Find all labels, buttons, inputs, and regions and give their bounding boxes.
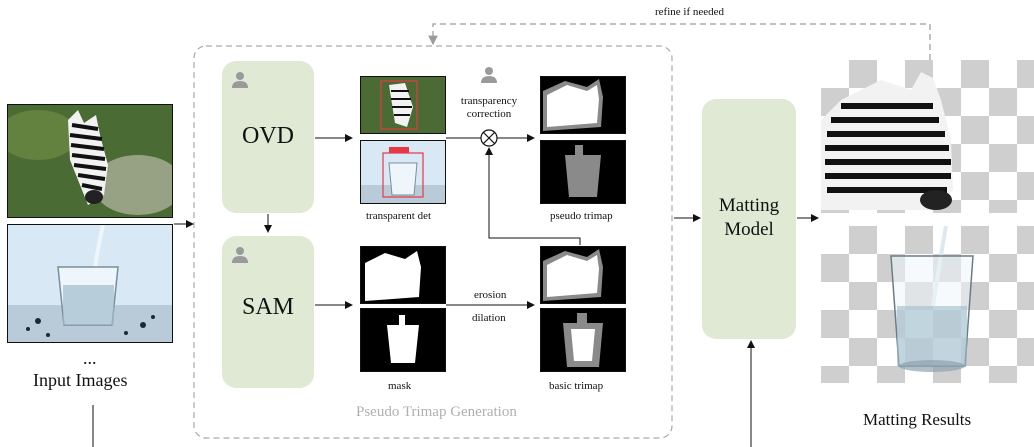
input-zebra-image: [7, 104, 173, 218]
mask-glass: [360, 308, 446, 372]
ovd-det-glass: [360, 140, 446, 204]
user-icon: [232, 247, 248, 263]
user-icon: [232, 72, 248, 88]
result-zebra: [821, 60, 1034, 213]
mask-label: mask: [388, 380, 412, 392]
matting-label-line1: Matting: [718, 195, 780, 216]
erosion-label: erosion: [474, 289, 507, 301]
sam-label: SAM: [241, 294, 295, 320]
basic-trimap-zebra: [540, 246, 626, 304]
mask-zebra: [360, 246, 446, 304]
transparent-det-label: transparent det: [366, 210, 432, 222]
input-images-caption: Input Images: [33, 370, 128, 390]
ovd-label: OVD: [242, 123, 294, 149]
matting-model-module: Matting Model: [702, 99, 796, 339]
result-glass: [821, 226, 1034, 383]
basic-trimap-glass: [540, 308, 626, 372]
basic-to-otimes-arrow: [485, 147, 581, 245]
transparency-label: transparency: [460, 95, 518, 107]
dilation-label: dilation: [472, 312, 506, 324]
pseudo-trimap-glass: [540, 140, 626, 204]
matting-results-caption: Matting Results: [863, 410, 972, 429]
ovd-det-zebra: [360, 76, 446, 134]
matting-label-line2: Model: [724, 219, 774, 240]
correction-label: correction: [466, 108, 512, 120]
pseudo-trimap-label: pseudo trimap: [550, 210, 613, 222]
refine-label: refine if needed: [655, 6, 725, 18]
input-ellipsis: ...: [83, 348, 97, 368]
user-icon: [481, 67, 497, 83]
input-glass-image: [7, 224, 173, 343]
basic-trimap-label: basic trimap: [549, 380, 604, 392]
sam-module: SAM: [222, 236, 314, 388]
pseudo-trimap-zebra: [540, 76, 626, 134]
otimes-symbol: [480, 129, 498, 147]
refine-feedback-arrow: [428, 23, 931, 60]
ovd-module: OVD: [222, 61, 314, 213]
group-title: Pseudo Trimap Generation: [356, 404, 517, 420]
